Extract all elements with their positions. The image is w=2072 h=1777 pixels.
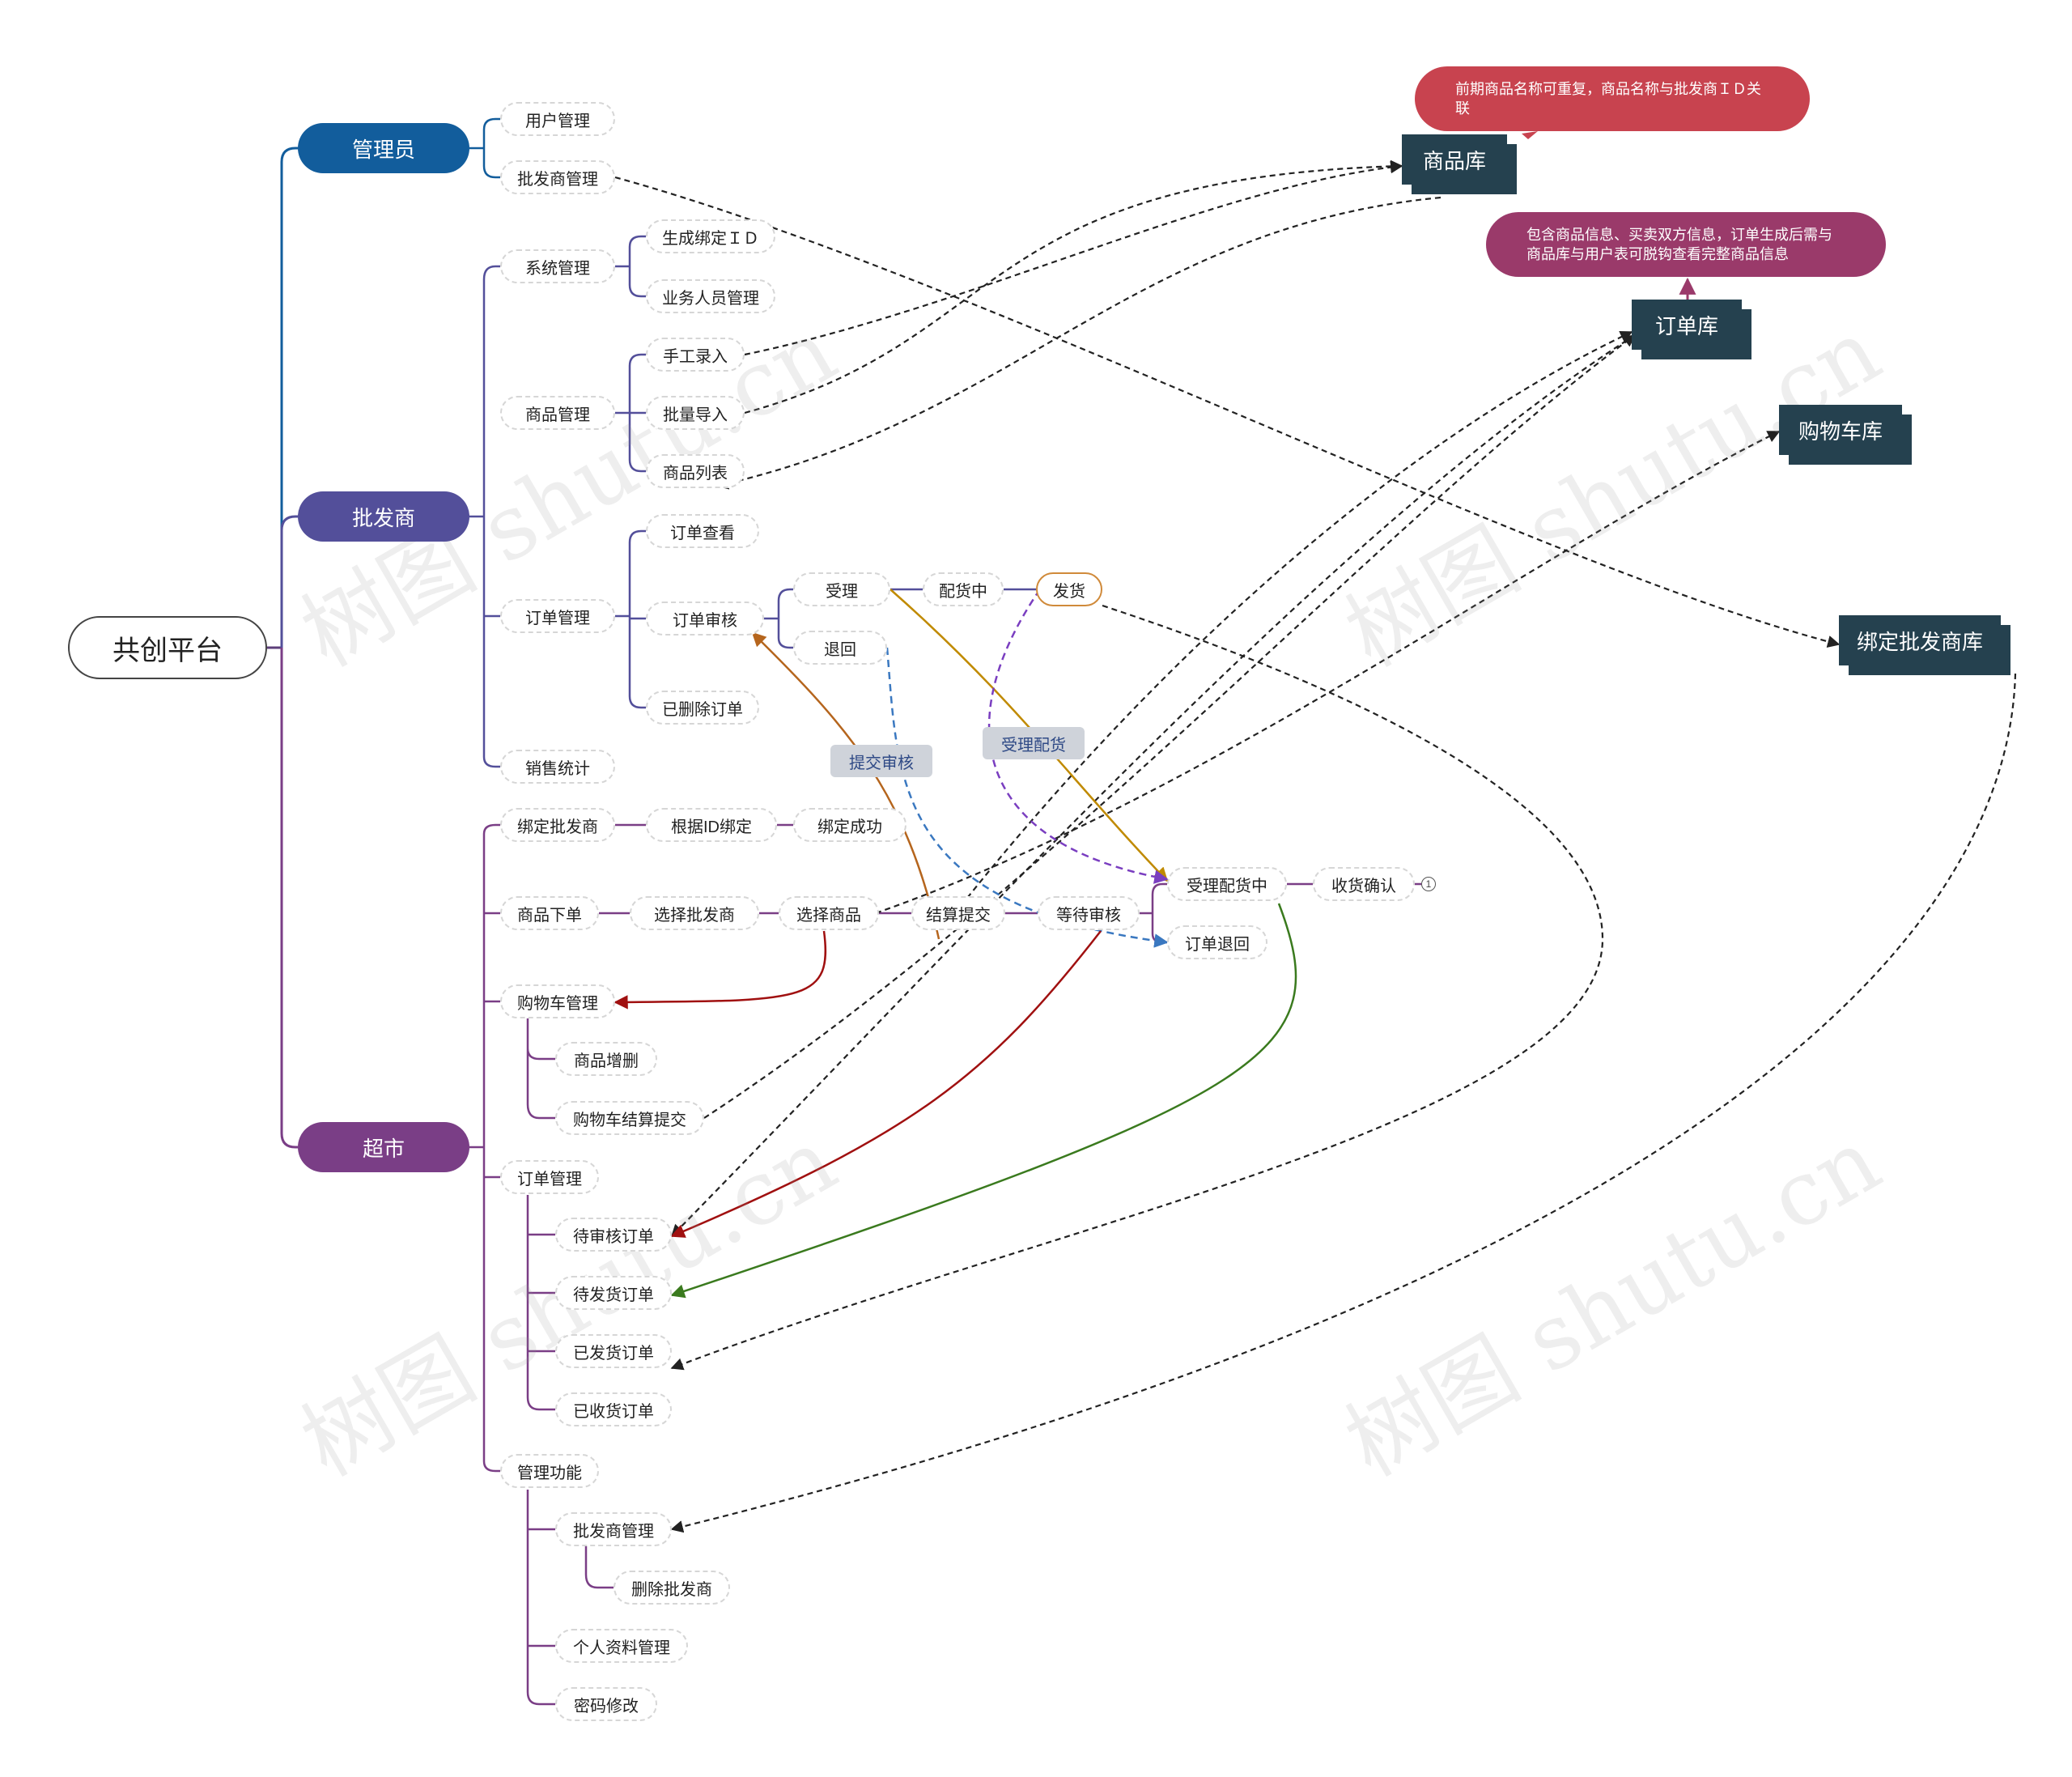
pending-ship-orders-node[interactable]: 待发货订单: [555, 1276, 672, 1310]
cart-mgmt-node[interactable]: 购物车管理: [500, 984, 615, 1018]
cart-db-box[interactable]: 购物车库: [1779, 405, 1902, 455]
order-bracket: [615, 529, 646, 709]
staff-mgmt-node[interactable]: 业务人员管理: [646, 279, 775, 313]
root-node[interactable]: 共创平台: [68, 616, 267, 679]
product-bracket: [615, 353, 646, 473]
submit-review-label: 提交审核: [830, 745, 932, 777]
checkout-submit-node[interactable]: 结算提交: [911, 896, 1005, 930]
mgmt-bracket: [526, 1490, 555, 1706]
rel-checkout-to-order-db: [954, 330, 1633, 914]
bind-wholesaler-node[interactable]: 绑定批发商: [500, 808, 615, 842]
profile-mgmt-node[interactable]: 个人资料管理: [555, 1629, 688, 1663]
product-note: 前期商品名称可重复，商品名称与批发商ＩＤ关联: [1415, 66, 1810, 131]
rel-submit-review: [751, 631, 940, 940]
trunk-wholesaler: [280, 515, 298, 648]
branch-supermarket[interactable]: 超市: [298, 1122, 469, 1172]
sales-stats-node[interactable]: 销售统计: [500, 750, 615, 784]
admin-wholesaler-mgmt-node[interactable]: 批发商管理: [500, 160, 615, 194]
mgmt-functions-node[interactable]: 管理功能: [500, 1454, 599, 1488]
gen-bind-id-node[interactable]: 生成绑定ＩＤ: [646, 219, 775, 253]
rel-product-to-cart: [614, 930, 827, 1010]
product-list-node[interactable]: 商品列表: [646, 454, 745, 488]
rel-awaiting-to-pending: [670, 930, 1102, 1238]
bind-by-id-node[interactable]: 根据ID绑定: [646, 808, 777, 842]
rel-order-db-to-pending: [670, 334, 1636, 1238]
rel-batch-to-product-db: [744, 159, 1403, 414]
bind-success-node[interactable]: 绑定成功: [793, 808, 906, 842]
system-bracket: [615, 235, 646, 298]
sm-order-bracket: [526, 1195, 555, 1411]
password-change-node[interactable]: 密码修改: [555, 1687, 657, 1721]
batch-import-node[interactable]: 批量导入: [646, 396, 745, 430]
order-db-box[interactable]: 订单库: [1632, 300, 1742, 350]
rel-product-to-cart-db: [875, 431, 1781, 915]
awaiting-review-node[interactable]: 等待审核: [1038, 896, 1140, 930]
ship-node[interactable]: 发货: [1036, 572, 1102, 606]
rel-product-db-to-list: [715, 196, 1441, 490]
rel-wholesaler-mgmt-to-bind-db: [614, 176, 1841, 648]
cart-bracket: [526, 1018, 555, 1120]
wholesaler-bracket: [469, 265, 500, 768]
system-mgmt-node[interactable]: 系统管理: [500, 249, 615, 283]
user-mgmt-node[interactable]: 用户管理: [500, 102, 615, 136]
rel-ship-to-shipped: [670, 604, 1604, 1371]
trunk-supermarket: [280, 648, 298, 1149]
accepted-distributing-node[interactable]: 受理配货中: [1167, 867, 1287, 901]
order-note: 包含商品信息、买卖双方信息，订单生成后需与商品库与用户表可脱钩查看完整商品信息: [1486, 212, 1886, 277]
rel-cart-checkout-to-order-db: [703, 334, 1637, 1119]
place-order-node[interactable]: 商品下单: [500, 896, 599, 930]
supermarket-bracket: [469, 823, 500, 1473]
sm-order-mgmt-node[interactable]: 订单管理: [500, 1160, 599, 1194]
branch-admin[interactable]: 管理员: [298, 123, 469, 173]
choose-wholesaler-node[interactable]: 选择批发商: [630, 896, 759, 930]
accept-distribute-label: 受理配货: [983, 727, 1085, 759]
order-review-node[interactable]: 订单审核: [646, 602, 764, 636]
shipped-orders-node[interactable]: 已发货订单: [555, 1334, 672, 1368]
admin-bracket: [469, 117, 500, 179]
trunk-admin: [280, 147, 298, 648]
pending-review-orders-node[interactable]: 待审核订单: [555, 1218, 672, 1252]
order-returned-node[interactable]: 订单退回: [1167, 925, 1267, 959]
reject-node[interactable]: 退回: [793, 631, 887, 665]
receipt-count-badge: 1: [1421, 877, 1436, 891]
branch-wholesaler[interactable]: 批发商: [298, 491, 469, 542]
wholesaler-mgmt-bracket: [584, 1546, 614, 1589]
rel-manual-to-product-db: [744, 160, 1403, 356]
distributing-node[interactable]: 配货中: [923, 572, 1004, 606]
product-note-tail: [1522, 131, 1538, 139]
rel-distributing-to-pending-ship: [670, 903, 1297, 1299]
product-add-del-node[interactable]: 商品增删: [555, 1042, 657, 1076]
product-mgmt-node[interactable]: 商品管理: [500, 396, 615, 430]
manual-entry-node[interactable]: 手工录入: [646, 338, 745, 372]
sm-wholesaler-mgmt-node[interactable]: 批发商管理: [555, 1512, 672, 1546]
product-db-box[interactable]: 商品库: [1402, 134, 1507, 185]
receipt-confirm-node[interactable]: 收货确认: [1313, 867, 1415, 901]
accept-node[interactable]: 受理: [793, 572, 890, 606]
rel-bind-db-to-mgmt: [670, 673, 2017, 1533]
cart-checkout-node[interactable]: 购物车结算提交: [555, 1101, 704, 1135]
received-orders-node[interactable]: 已收货订单: [555, 1392, 672, 1426]
review-bracket: [764, 588, 793, 649]
rel-ship-flow: [987, 589, 1169, 884]
delete-wholesaler-node[interactable]: 删除批发商: [614, 1571, 730, 1605]
choose-product-node[interactable]: 选择商品: [779, 896, 879, 930]
wholesaler-order-mgmt-node[interactable]: 订单管理: [500, 599, 615, 633]
bind-db-box[interactable]: 绑定批发商库: [1839, 615, 2001, 665]
deleted-orders-node[interactable]: 已删除订单: [646, 691, 759, 725]
order-view-node[interactable]: 订单查看: [646, 514, 759, 548]
